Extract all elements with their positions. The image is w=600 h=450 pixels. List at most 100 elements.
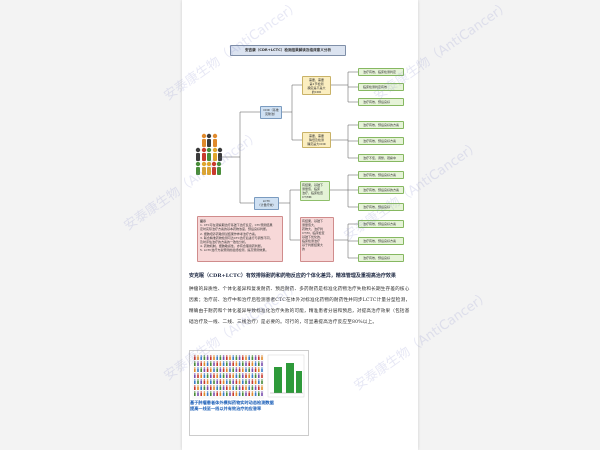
person-head (210, 385, 212, 387)
person-body (242, 369, 244, 372)
person-body (203, 387, 206, 390)
person-head (210, 373, 212, 375)
person-head (235, 361, 238, 363)
person-head (200, 391, 202, 393)
leaf-node: 治疗有效，预后良好方案 (358, 237, 404, 245)
person-head (219, 367, 222, 369)
person-body (232, 357, 234, 360)
person-head (206, 373, 209, 375)
person-body (235, 381, 238, 384)
person-body (258, 387, 260, 390)
person-body (200, 381, 202, 384)
person-body (248, 375, 250, 378)
person-head (222, 361, 225, 363)
person-head (226, 379, 228, 381)
leaf-node: 治疗有效，预后良好的方案 (358, 186, 404, 194)
person-body (194, 357, 196, 360)
person-body (251, 357, 254, 360)
person-head (229, 355, 231, 357)
person-head (194, 379, 196, 381)
person-body (213, 381, 215, 384)
person-body (258, 393, 260, 396)
person-head (210, 379, 212, 381)
person-head (197, 355, 199, 357)
person-head (251, 373, 254, 375)
person-head (229, 361, 231, 363)
person-head (226, 367, 228, 369)
person-head (258, 355, 260, 357)
person-body (222, 375, 225, 378)
person-head (232, 385, 234, 387)
person-head (235, 391, 238, 393)
person-body (232, 363, 234, 366)
person-head (222, 367, 225, 369)
person-body (238, 357, 241, 360)
person-body (235, 363, 238, 366)
person-head (206, 355, 209, 357)
person-head (242, 361, 244, 363)
diagram-connectors (195, 71, 358, 259)
person-body (203, 363, 206, 366)
person-body (242, 387, 244, 390)
person-head (206, 385, 209, 387)
person-head (238, 379, 241, 381)
person-head (203, 391, 206, 393)
person-body (216, 369, 218, 372)
leaf-node: 治疗有效，预后良好方案 (358, 137, 404, 145)
person-head (216, 379, 218, 381)
person-body (245, 363, 247, 366)
person-head (258, 367, 260, 369)
person-body (219, 363, 222, 366)
person-head (258, 385, 260, 387)
figure-caption-line: 提高一线至一线以并有效治疗的应答率 (190, 406, 262, 411)
person-body (216, 357, 218, 360)
leaf-node: 治疗有效，预后良好方案 (358, 220, 404, 228)
person-head (229, 367, 231, 369)
person-body (216, 375, 218, 378)
person-head (203, 379, 206, 381)
person-head (213, 391, 215, 393)
person-body (232, 369, 234, 372)
person-head (235, 385, 238, 387)
person-body (242, 357, 244, 360)
person-body (245, 357, 247, 360)
person-body (242, 363, 244, 366)
person-body (235, 369, 238, 372)
leaf-node: 治疗有效，预后良好 (358, 203, 404, 211)
person-body (261, 387, 263, 390)
leaf-node: 治疗有效，预后良好的方案 (358, 121, 404, 129)
person-head (200, 379, 202, 381)
person-body (242, 375, 244, 378)
person-head (226, 385, 228, 387)
person-head (245, 379, 247, 381)
person-body (194, 393, 196, 396)
person-body (261, 375, 263, 378)
person-head (216, 373, 218, 375)
diagram-title: 安吉康（CDR+LCTC）检测结果解读及临床意义分析 (230, 45, 346, 56)
person-head (213, 385, 215, 387)
person-body (232, 393, 234, 396)
person-head (206, 367, 209, 369)
person-body (226, 369, 228, 372)
person-body (251, 363, 254, 366)
person-head (245, 361, 247, 363)
person-head (248, 367, 250, 369)
person-head (242, 355, 244, 357)
person-body (210, 387, 212, 390)
person-body (206, 363, 209, 366)
cdr-node: CDR（基准 克隆池） (260, 106, 282, 119)
figure-caption: 基于肿瘤患者体外模拟药物实时动态检测数据 提高一线至一线以并有效治疗的应答率 (190, 400, 306, 412)
person-head (238, 373, 241, 375)
person-body (200, 393, 202, 396)
person-body (213, 375, 215, 378)
person-head (197, 367, 199, 369)
person-head (245, 391, 247, 393)
person-body (216, 393, 218, 396)
person-head (245, 367, 247, 369)
person-body (235, 375, 238, 378)
person-body (242, 381, 244, 384)
person-head (216, 361, 218, 363)
person-head (213, 373, 215, 375)
person-head (219, 373, 222, 375)
green-condition-node: 有结果，基础下 测量值，临床 治疗，临床检查 CT/MR (300, 181, 330, 201)
